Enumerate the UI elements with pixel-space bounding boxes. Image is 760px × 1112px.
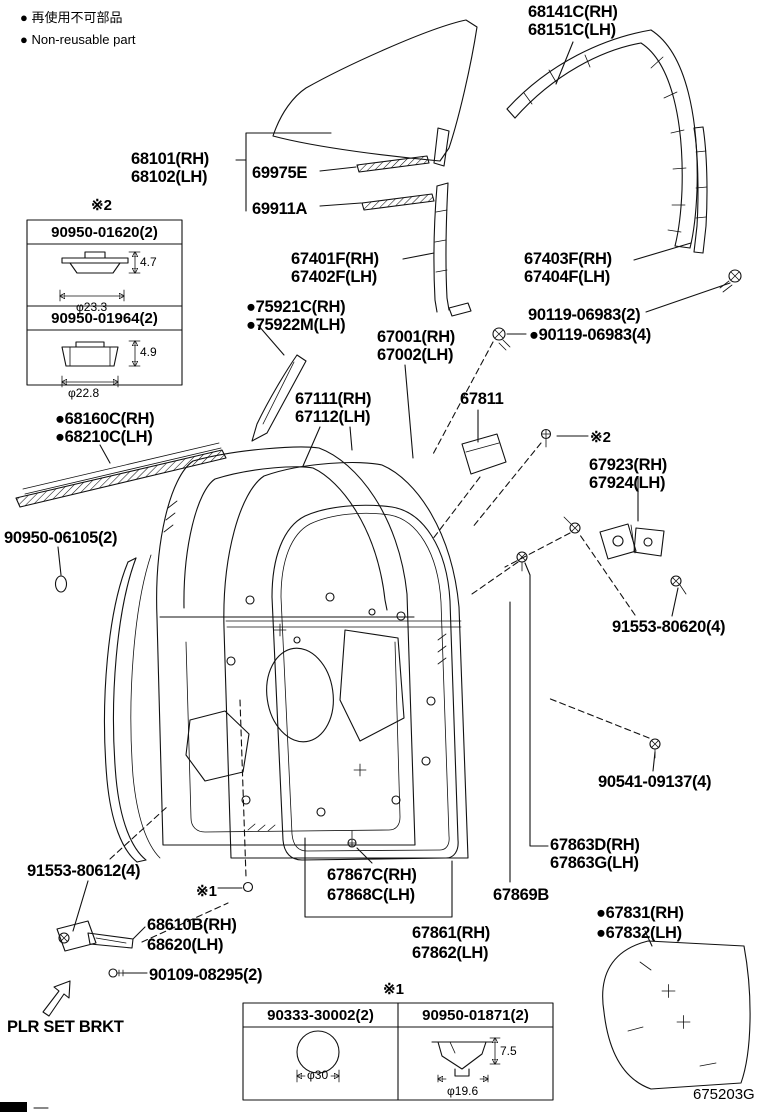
label-plr-set-brkt: PLR SET BRKT (7, 1018, 124, 1036)
part-label-68210c-lh: ●68210C(LH) (55, 428, 153, 446)
legend-nonreusable-jp: ● 再使用不可部品 (20, 10, 123, 25)
part-label-90950-06105: 90950-06105(2) (4, 529, 118, 547)
dim-box2-height: 4.9 (140, 345, 157, 359)
part-label-67923-rh: 67923(RH) (589, 456, 668, 474)
ref-mark-2-top: ※2 (91, 197, 112, 214)
dim-box3-diameter: φ30 (307, 1068, 329, 1082)
door-glass-drawing (272, 19, 478, 167)
part-label-90541-09137: 90541-09137(4) (598, 773, 712, 791)
part-label-69911a: 69911A (252, 200, 308, 218)
part-label-67403f-rh: 67403F(RH) (524, 250, 612, 268)
glass-channel-strips-drawing (356, 155, 435, 211)
inset-title-90950-01620: 90950-01620(2) (51, 224, 158, 241)
dim-box4-height: 7.5 (500, 1044, 517, 1058)
inset-title-90950-01964: 90950-01964(2) (51, 310, 158, 327)
part-label-90119-06983-2: 90119-06983(2) (528, 306, 641, 324)
part-label-67111-rh: 67111(RH) (295, 390, 372, 408)
pillar-tape-drawing (251, 354, 307, 442)
dim-box4-diameter: φ19.6 (447, 1084, 479, 1098)
part-label-68610b-rh: 68610B(RH) (147, 916, 237, 934)
dim-box2-diameter: φ22.8 (68, 386, 100, 400)
leader-lines (57, 41, 731, 974)
part-label-68141c-rh: 68141C(RH) (528, 3, 618, 21)
part-label-67832-lh: ●67832(LH) (596, 924, 682, 942)
part-label-68151c-lh: 68151C(LH) (528, 21, 616, 39)
part-label-67861-rh: 67861(RH) (412, 924, 491, 942)
part-label-68620-lh: 68620(LH) (147, 936, 224, 954)
part-label-67001-rh: 67001(RH) (377, 328, 456, 346)
part-label-69975e: 69975E (252, 164, 308, 182)
belt-moulding-drawing (15, 442, 227, 508)
front-sash-drawing (433, 182, 472, 317)
clip-inset-boxes (26, 219, 183, 388)
part-label-67401f-rh: 67401F(RH) (291, 250, 379, 268)
part-label-90109-08295: 90109-08295(2) (149, 966, 263, 984)
check-strap-drawing (56, 920, 134, 978)
dim-box1-height: 4.7 (140, 255, 157, 269)
part-label-67924-lh: 67924(LH) (589, 474, 666, 492)
part-label-91553-80612: 91553-80612(4) (27, 862, 141, 880)
dim-box1-diameter: φ23.3 (76, 300, 108, 314)
part-label-67404f-lh: 67404F(LH) (524, 268, 610, 286)
part-label-67402f-lh: 67402F(LH) (291, 268, 377, 286)
grommet-inset-box (242, 1002, 554, 1101)
part-label-75921c-rh: ●75921C(RH) (246, 298, 346, 316)
door-panel-drawing (185, 461, 469, 859)
rear-sash-drawing (693, 126, 708, 254)
front-seal-strips-drawing (103, 554, 161, 863)
part-label-67867c-rh: 67867C(RH) (327, 866, 417, 884)
dashed-leader-lines (109, 341, 650, 943)
service-hole-cover-drawing (602, 940, 751, 1090)
ref-mark-1-mid: ※1 (196, 883, 217, 900)
inset-title-90333-30002: 90333-30002(2) (267, 1007, 374, 1024)
part-label-67811: 67811 (460, 390, 504, 408)
part-label-67868c-lh: 67868C(LH) (327, 886, 415, 904)
part-label-68160c-rh: ●68160C(RH) (55, 410, 155, 428)
part-label-67831-rh: ●67831(RH) (596, 904, 684, 922)
legend-nonreusable-en: ● Non-reusable part (20, 32, 136, 47)
part-label-91553-80620: 91553-80620(4) (612, 618, 726, 636)
cushion-pad-drawing (461, 433, 507, 475)
ref-mark-1-bottom: ※1 (383, 981, 404, 998)
diagram-code: 675203G (693, 1086, 755, 1103)
ref-mark-2-mid: ※2 (590, 429, 611, 446)
part-label-68102-lh: 68102(LH) (131, 168, 208, 186)
part-label-67862-lh: 67862(LH) (412, 944, 489, 962)
pointer-arrow (42, 980, 71, 1017)
glass-run-drawing (506, 29, 698, 249)
part-label-67863g-lh: 67863G(LH) (550, 854, 639, 872)
part-label-75922m-lh: ●75922M(LH) (246, 316, 346, 334)
hinge-drawing (599, 523, 665, 560)
part-label-67002-lh: 67002(LH) (377, 346, 454, 364)
part-label-67863d-rh: 67863D(RH) (550, 836, 640, 854)
door-frame-drawing (156, 446, 416, 846)
part-label-67112-lh: 67112(LH) (295, 408, 371, 426)
weatherstrip-drawing (271, 504, 459, 861)
part-label-90119-06983-4: ●90119-06983(4) (529, 326, 651, 344)
part-label-67869b: 67869B (493, 886, 549, 904)
part-label-68101-rh: 68101(RH) (131, 150, 210, 168)
corner-print-mark (0, 1102, 49, 1112)
inset-title-90950-01871: 90950-01871(2) (422, 1007, 529, 1024)
